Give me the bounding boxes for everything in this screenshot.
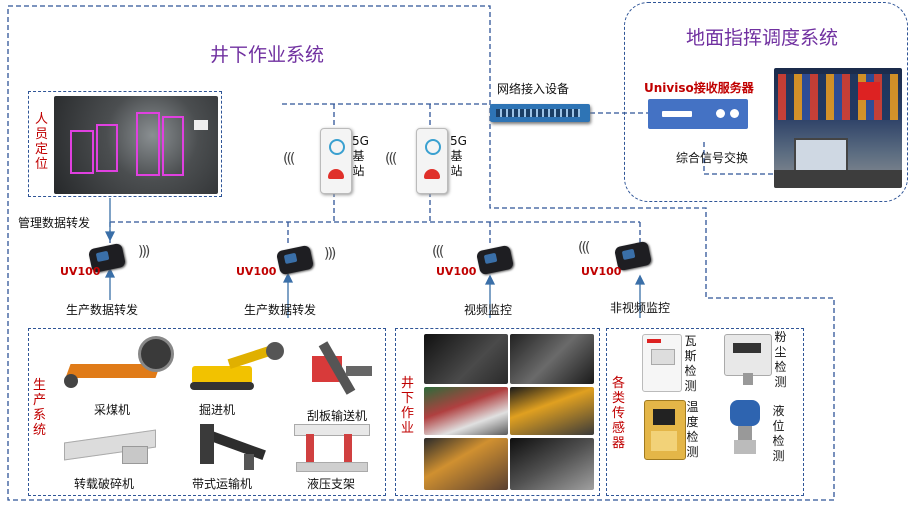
underground-work-photo — [510, 387, 594, 435]
switch-label: 网络接入设备 — [497, 82, 570, 96]
5g-base-station-label: 5G基站 — [450, 134, 467, 178]
ground-system-panel — [624, 2, 908, 202]
signal-waves-icon: ))) — [324, 246, 336, 262]
uv100-caption: 非视频监控 — [610, 301, 671, 315]
dust-sensor-image — [724, 334, 772, 385]
sensor-label: 粉尘检测 — [774, 330, 787, 389]
ground-system-title: 地面指挥调度系统 — [686, 27, 839, 49]
sensor-label: 液位检测 — [772, 404, 785, 463]
server-label: Univiso接收服务器 — [644, 81, 754, 95]
sensor-label: 温度检测 — [686, 400, 699, 459]
underground-work-photo — [424, 334, 508, 384]
belt-conveyor-image — [196, 420, 266, 472]
shearer-image — [64, 334, 174, 394]
production-system-label: 生产系统 — [32, 378, 46, 438]
control-room-image — [774, 68, 902, 188]
personnel-panel — [28, 91, 222, 197]
roadheader-image — [188, 340, 288, 394]
underground-work-panel — [395, 328, 600, 496]
production-item-label: 采煤机 — [94, 403, 131, 417]
uv100-caption: 视频监控 — [464, 303, 513, 317]
uv100-label: UV100 — [581, 265, 622, 278]
production-system-panel — [28, 328, 386, 496]
network-switch — [490, 104, 590, 122]
sensors-panel — [606, 328, 804, 496]
level-sensor-image — [728, 400, 762, 458]
signal-waves-icon: ((( — [385, 151, 397, 167]
5g-base-station — [320, 128, 352, 194]
sensors-label: 各类传感器 — [611, 376, 625, 451]
signal-waves-icon: ((( — [283, 151, 295, 167]
production-item-label: 转载破碎机 — [74, 477, 135, 491]
underground-work-label: 井下作业 — [400, 376, 414, 436]
5g-base-station — [416, 128, 448, 194]
underground-work-photo — [424, 387, 508, 435]
sensor-label: 瓦斯检测 — [684, 334, 697, 393]
personnel-label: 人员定位 — [34, 112, 48, 172]
receiving-server — [648, 99, 748, 129]
signal-waves-icon: ((( — [578, 240, 590, 256]
transfer-crusher-image — [64, 426, 160, 470]
underground-work-photo — [510, 334, 594, 384]
signal-waves-icon: ))) — [138, 244, 150, 260]
uv100-caption: 生产数据转发 — [244, 303, 317, 317]
production-item-label: 刮板输送机 — [307, 409, 368, 423]
signal-waves-icon: ((( — [432, 244, 444, 260]
uv100-caption: 生产数据转发 — [66, 303, 139, 317]
uv100-label: UV100 — [60, 265, 101, 278]
temperature-sensor-image — [644, 400, 686, 460]
production-item-label: 带式运输机 — [192, 477, 253, 491]
underground-work-photo — [510, 438, 594, 490]
personnel-tracking-image — [54, 96, 218, 194]
hydraulic-support-image — [292, 420, 370, 472]
signal-exchange-label: 综合信号交换 — [676, 151, 749, 165]
management-forward-label: 管理数据转发 — [18, 216, 91, 230]
production-item-label: 液压支架 — [307, 477, 356, 491]
production-item-label: 掘进机 — [199, 403, 236, 417]
underground-work-photo — [424, 438, 508, 490]
5g-base-station-label: 5G基站 — [352, 134, 369, 178]
gas-sensor-image — [642, 334, 682, 392]
uv100-label: UV100 — [236, 265, 277, 278]
uv100-label: UV100 — [436, 265, 477, 278]
underground-system-title: 井下作业系统 — [210, 44, 325, 66]
scraper-conveyor-image — [306, 336, 376, 400]
